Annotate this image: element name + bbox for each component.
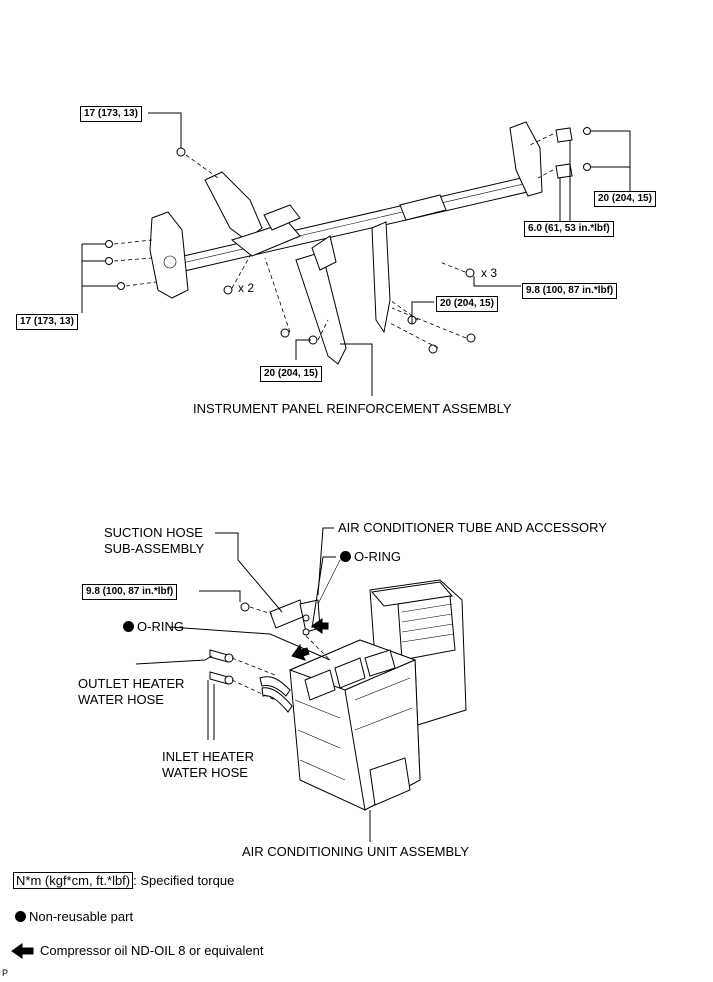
inlet-hose-label-1: INLET HEATER xyxy=(162,749,254,764)
reinforcement-assembly-label: INSTRUMENT PANEL REINFORCEMENT ASSEMBLY xyxy=(193,401,512,416)
suction-hose-label-2: SUB-ASSEMBLY xyxy=(104,541,205,556)
torque-label-right-upper: 20 (204, 15) xyxy=(594,191,656,207)
outlet-hose-label-1: OUTLET HEATER xyxy=(78,676,185,691)
torque-label-right-mid: 6.0 (61, 53 in.*lbf) xyxy=(524,221,614,237)
oil-arrow-icon xyxy=(11,943,34,959)
suction-hose-label-1: SUCTION HOSE xyxy=(104,525,203,540)
legend-torque-desc: : Specified torque xyxy=(133,873,235,888)
top-dash-lines xyxy=(113,133,554,349)
corner-mark: P xyxy=(2,968,9,978)
bottom-leader-lines xyxy=(135,527,371,842)
bolts xyxy=(105,127,591,354)
legend-torque-units: N*m (kgf*cm, ft.*lbf) xyxy=(13,872,134,889)
bottom-dash-lines xyxy=(231,606,331,701)
inlet-hose-label-2: WATER HOSE xyxy=(162,765,248,780)
non-reusable-dot-icon xyxy=(15,911,26,922)
torque-label-left: 17 (173, 13) xyxy=(16,314,78,330)
top-leader-lines xyxy=(81,112,631,396)
ac-unit-label: AIR CONDITIONING UNIT ASSEMBLY xyxy=(242,844,470,859)
heater-hoses xyxy=(209,649,234,685)
torque-label-mid-right: 20 (204, 15) xyxy=(436,296,498,312)
non-reusable-dot-icon xyxy=(340,551,351,562)
ac-unit xyxy=(259,579,467,811)
oring-label-left: O-RING xyxy=(123,619,184,635)
outlet-hose-label-2: WATER HOSE xyxy=(78,692,164,707)
reinforcement-beam xyxy=(149,121,573,365)
torque-label-bottom: 20 (204, 15) xyxy=(260,366,322,382)
quantity-x2: x 2 xyxy=(238,281,255,295)
torque-label-suction: 9.8 (100, 87 in.*lbf) xyxy=(82,584,178,600)
non-reusable-dot-icon xyxy=(123,621,134,632)
legend-torque: N*m (kgf*cm, ft.*lbf): Specified torque xyxy=(13,872,235,889)
ac-tube-label: AIR CONDITIONER TUBE AND ACCESSORY xyxy=(338,520,607,535)
legend-nonreusable: Non-reusable part xyxy=(15,909,133,925)
torque-label-top-left: 17 (173, 13) xyxy=(80,106,142,122)
oring-label-right: O-RING xyxy=(340,549,401,565)
legend-oil: Compressor oil ND-OIL 8 or equivalent xyxy=(40,943,264,958)
quantity-x3: x 3 xyxy=(481,266,498,280)
torque-label-right-low: 9.8 (100, 87 in.*lbf) xyxy=(522,283,618,299)
